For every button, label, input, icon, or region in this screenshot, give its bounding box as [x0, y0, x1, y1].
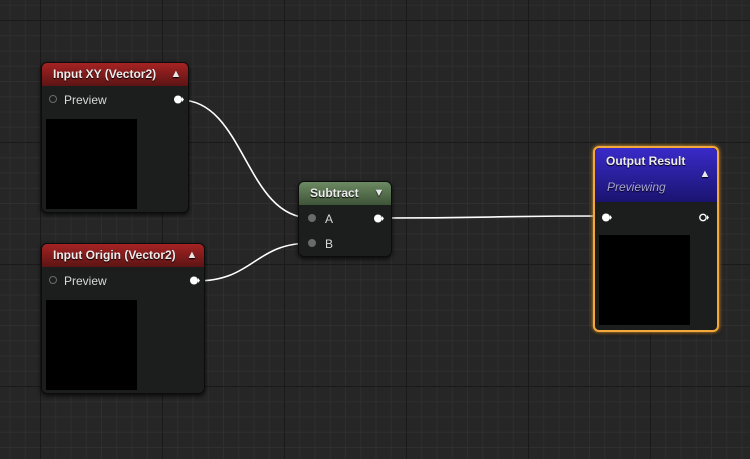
output-pin-icon[interactable] [190, 276, 200, 285]
chevron-up-icon[interactable]: ▲ [699, 168, 711, 180]
node-input-origin-header[interactable]: Input Origin (Vector2) ▲ [42, 244, 204, 267]
input-pin-b[interactable] [308, 239, 316, 247]
output-pin-icon[interactable] [699, 213, 709, 222]
node-subtract-pin-a-row: A [299, 211, 393, 227]
node-output-result-header[interactable]: Output Result Previewing ▲ [595, 148, 717, 202]
node-input-origin-preview-row: Preview [42, 273, 206, 289]
node-input-xy-header[interactable]: Input XY (Vector2) ▲ [42, 63, 188, 86]
node-output-result-title: Output Result [606, 154, 686, 168]
node-input-origin-preview [46, 300, 137, 390]
preview-input-pin[interactable] [49, 276, 57, 284]
node-output-result-preview [599, 235, 690, 325]
node-input-xy[interactable]: Input XY (Vector2) ▲ Preview [41, 62, 189, 213]
node-output-result[interactable]: Output Result Previewing ▲ [593, 146, 719, 332]
node-input-xy-preview-label: Preview [64, 93, 107, 107]
node-output-result-pin-row [595, 210, 717, 226]
node-subtract-pin-b-row: B [299, 236, 393, 252]
node-subtract-header[interactable]: Subtract ▼ [299, 182, 391, 205]
node-input-origin-title: Input Origin (Vector2) [53, 248, 176, 262]
output-pin-icon[interactable] [374, 214, 384, 223]
output-pin-icon[interactable] [174, 95, 184, 104]
input-pin-a[interactable] [308, 214, 316, 222]
preview-input-pin[interactable] [49, 95, 57, 103]
node-input-xy-preview-row: Preview [42, 92, 190, 108]
node-input-origin[interactable]: Input Origin (Vector2) ▲ Preview [41, 243, 205, 394]
chevron-up-icon[interactable]: ▲ [170, 68, 182, 80]
wire-input-xy-to-subtract-a [179, 99, 312, 219]
node-input-xy-title: Input XY (Vector2) [53, 67, 157, 81]
node-input-xy-preview [46, 119, 137, 209]
wire-subtract-to-output [381, 215, 605, 219]
chevron-down-icon[interactable]: ▼ [373, 187, 385, 199]
node-input-origin-preview-label: Preview [64, 274, 107, 288]
node-subtract-title: Subtract [310, 186, 359, 200]
wire-input-origin-to-subtract-b [195, 242, 312, 282]
chevron-up-icon[interactable]: ▲ [186, 249, 198, 261]
node-subtract-pin-b-label: B [325, 237, 334, 251]
node-subtract-pin-a-label: A [325, 212, 334, 226]
node-output-result-subtitle: Previewing [607, 180, 666, 194]
input-pin-icon[interactable] [602, 213, 612, 222]
node-subtract[interactable]: Subtract ▼ A B [298, 181, 392, 257]
